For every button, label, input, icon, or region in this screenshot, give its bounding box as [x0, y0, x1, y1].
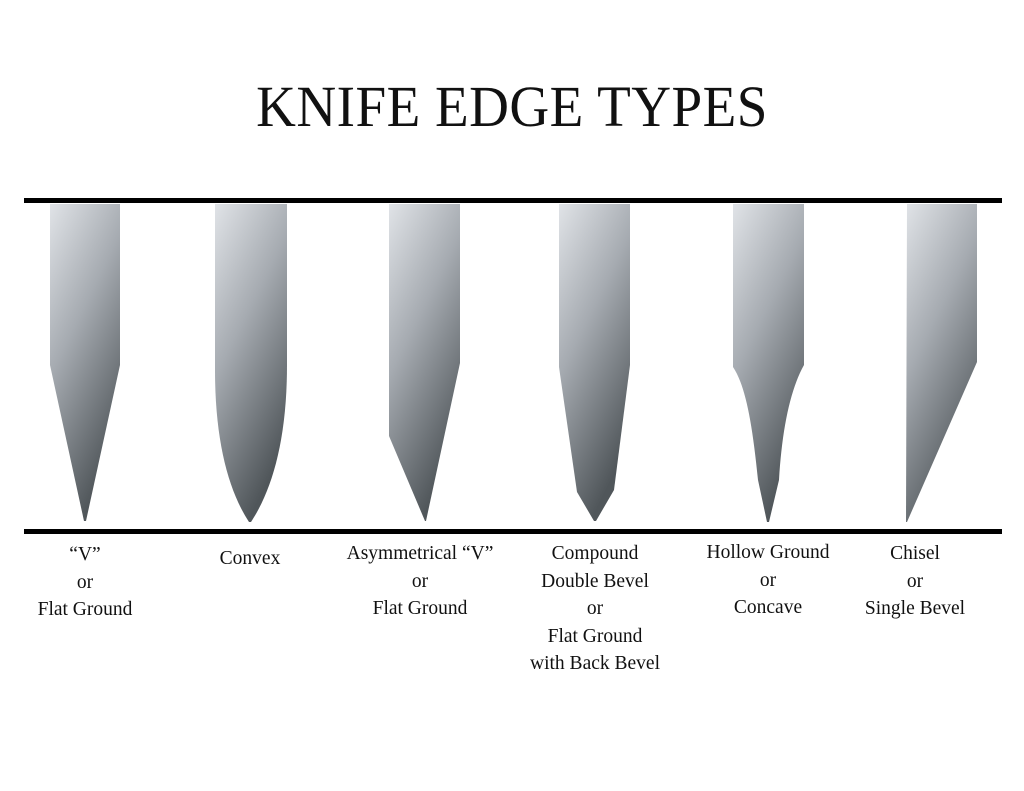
label-convex: Convex: [190, 545, 310, 573]
label-line: or: [411, 570, 429, 592]
blade-asymmetrical-v: [389, 204, 460, 521]
label-compound-double-bevel: Compound Double Bevel or Flat Ground wit…: [515, 540, 675, 678]
label-line: Compound: [551, 543, 639, 564]
label-line: Convex: [219, 548, 281, 569]
label-line: Flat Ground: [372, 598, 468, 619]
blade-compound-double-bevel: [559, 204, 630, 521]
label-line: or: [759, 569, 777, 591]
top-rule: [24, 198, 1002, 203]
label-line: Flat Ground: [37, 599, 133, 620]
label-line: Concave: [733, 597, 803, 618]
label-line: or: [906, 570, 924, 592]
label-line: or: [76, 571, 94, 593]
label-line: with Back Bevel: [530, 653, 660, 674]
label-line: or: [586, 598, 604, 619]
blade-v-flat-ground: [50, 204, 120, 521]
blade-chisel: [906, 204, 977, 522]
blade-hollow-ground: [733, 204, 804, 522]
label-v-flat-ground: “V” or Flat Ground: [24, 541, 146, 624]
label-line: Flat Ground: [547, 625, 643, 647]
label-line: Chisel: [890, 543, 940, 564]
page-title: KNIFE EDGE TYPES: [256, 74, 768, 139]
blade-convex: [215, 204, 287, 522]
label-line: “V”: [69, 544, 101, 565]
label-line: Double Bevel: [541, 570, 649, 592]
label-chisel: Chisel or Single Bevel: [850, 540, 980, 623]
label-hollow-ground: Hollow Ground or Concave: [688, 539, 848, 622]
label-line: Single Bevel: [864, 598, 966, 619]
label-line: Asymmetrical “V”: [346, 543, 494, 564]
label-line: Hollow Ground: [706, 542, 830, 563]
bottom-rule: [24, 529, 1002, 534]
label-asymmetrical-v: Asymmetrical “V” or Flat Ground: [330, 540, 510, 623]
